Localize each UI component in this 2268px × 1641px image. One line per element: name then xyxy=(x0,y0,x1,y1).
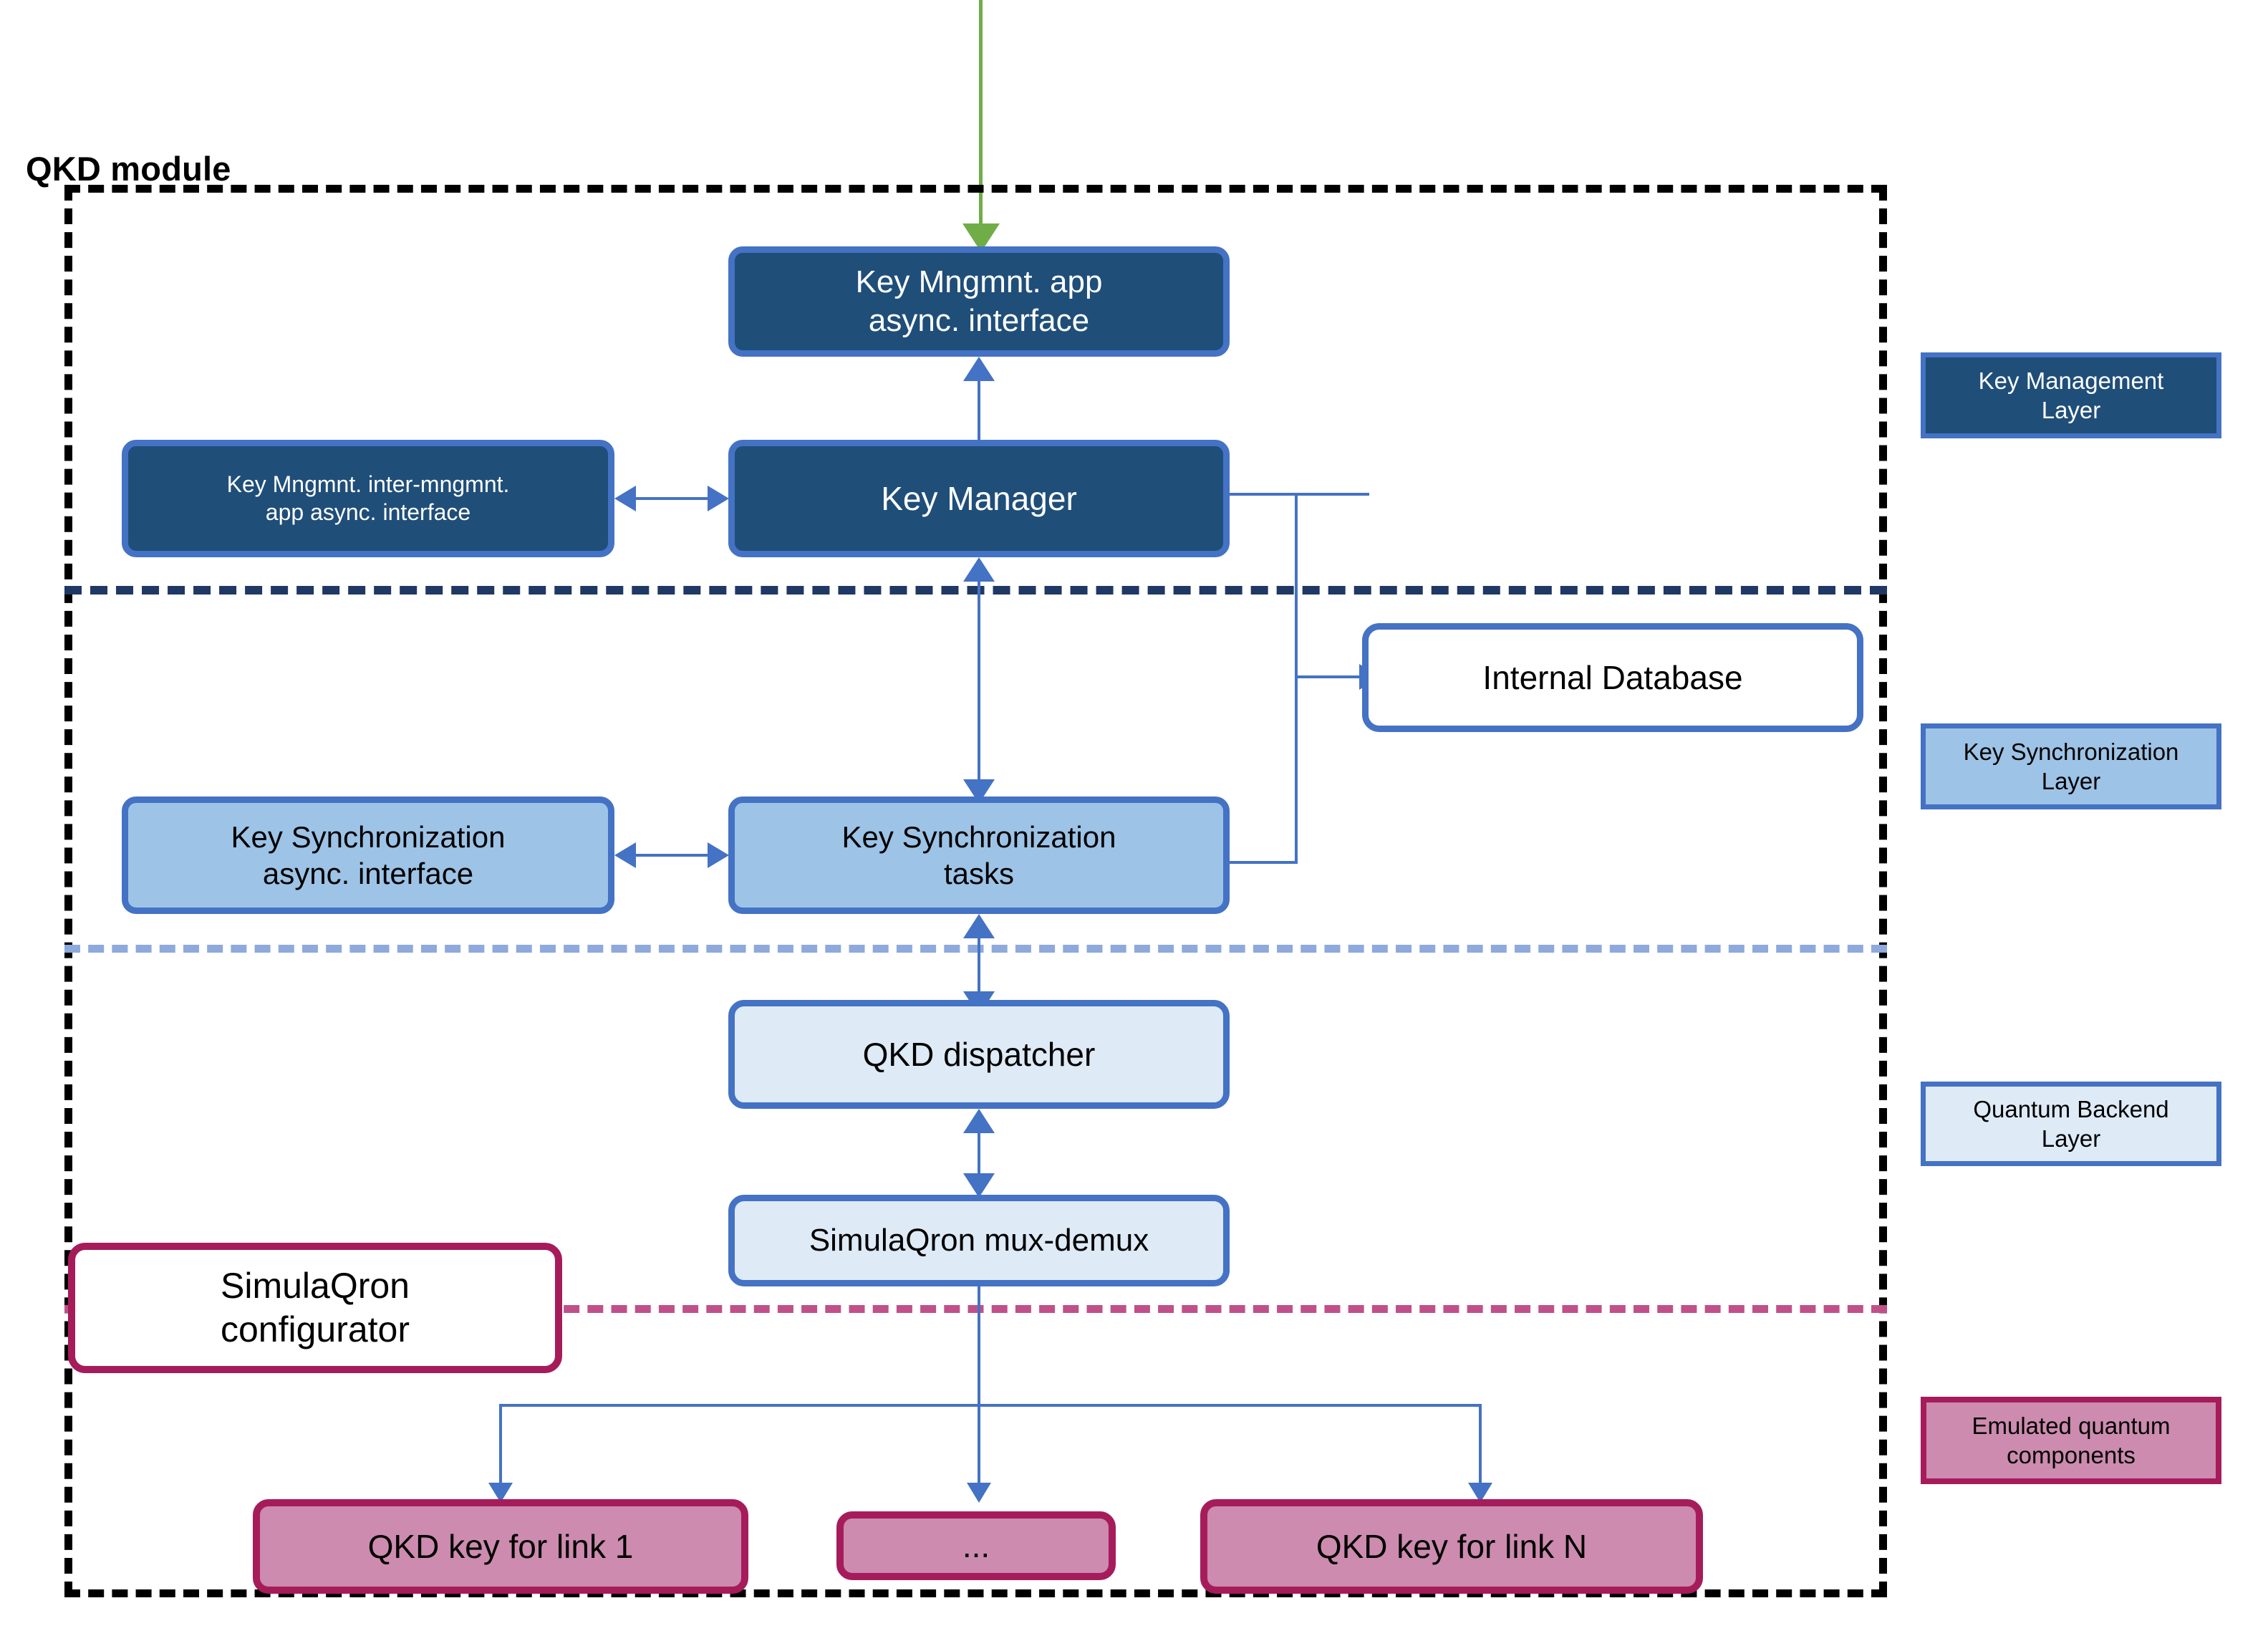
connector-km-iface-bidirectional xyxy=(636,497,708,500)
node-simulaqron-mux-demux-label: SimulaQron mux-demux xyxy=(809,1223,1149,1259)
arrow-left-km-iface-icon xyxy=(614,486,636,511)
connector-mux-center-down xyxy=(978,1286,980,1490)
node-qkd-key-link-n-label: QKD key for link N xyxy=(1316,1527,1588,1565)
node-key-manager[interactable]: Key Manager xyxy=(728,440,1230,557)
node-simulaqron-mux-demux[interactable]: SimulaQron mux-demux xyxy=(728,1195,1230,1286)
node-qkd-dispatcher-label: QKD dispatcher xyxy=(862,1035,1096,1073)
connector-branch-right xyxy=(1479,1404,1482,1490)
divider-synchronization-quantum-backend xyxy=(64,945,1887,953)
arrow-up-to-keymanager-icon xyxy=(963,557,995,582)
arrow-down-to-ellipsis-icon xyxy=(967,1483,991,1503)
external-input-line xyxy=(979,0,983,228)
node-qkd-key-ellipsis[interactable]: ... xyxy=(836,1511,1116,1580)
connector-keymanager-to-keysync xyxy=(978,573,980,788)
node-qkd-dispatcher[interactable]: QKD dispatcher xyxy=(728,1000,1230,1109)
node-key-management-inter-management-interface-label: Key Mngmnt. inter-mngmnt.app async. inte… xyxy=(226,471,510,525)
node-key-manager-label: Key Manager xyxy=(881,479,1077,517)
qkd-module-title: QKD module xyxy=(26,150,231,188)
arrow-down-to-mux-icon xyxy=(963,1173,995,1198)
divider-quantum-backend-emulated xyxy=(64,1305,1887,1313)
divider-key-management-synchronization xyxy=(64,586,1887,595)
node-qkd-key-ellipsis-label: ... xyxy=(962,1526,990,1564)
arrow-left-ks-iface-icon xyxy=(614,842,636,868)
connector-branch-left xyxy=(499,1404,502,1490)
arrow-up-to-keysync-icon xyxy=(963,914,995,938)
connector-keymanager-right-stub xyxy=(1226,493,1369,496)
connector-ks-iface-bidirectional xyxy=(636,854,708,857)
connector-dispatcher-to-mux xyxy=(978,1126,980,1182)
node-internal-database-label: Internal Database xyxy=(1482,658,1743,696)
connector-keymanager-to-appiface xyxy=(978,380,980,440)
arrow-up-to-appiface-icon xyxy=(963,357,995,381)
arrow-right-ks-iface-icon xyxy=(708,842,729,868)
node-qkd-key-link-1-label: QKD key for link 1 xyxy=(367,1527,634,1565)
arrow-right-km-iface-icon xyxy=(708,486,729,511)
arrow-up-to-dispatcher-icon xyxy=(963,1109,995,1133)
connector-bus-to-database xyxy=(1295,675,1365,678)
node-internal-database[interactable]: Internal Database xyxy=(1362,623,1863,732)
connector-right-vertical-bus xyxy=(1295,493,1298,864)
node-qkd-key-link-1[interactable]: QKD key for link 1 xyxy=(253,1499,748,1594)
node-qkd-key-link-n[interactable]: QKD key for link N xyxy=(1200,1499,1703,1594)
qkd-module-boundary xyxy=(64,185,1887,1597)
connector-distribution-bus xyxy=(499,1404,1482,1407)
connector-keysync-right-stub xyxy=(1226,861,1298,864)
connector-keysync-to-dispatcher xyxy=(978,930,980,1001)
node-key-management-inter-management-interface[interactable]: Key Mngmnt. inter-mngmnt.app async. inte… xyxy=(122,440,614,557)
